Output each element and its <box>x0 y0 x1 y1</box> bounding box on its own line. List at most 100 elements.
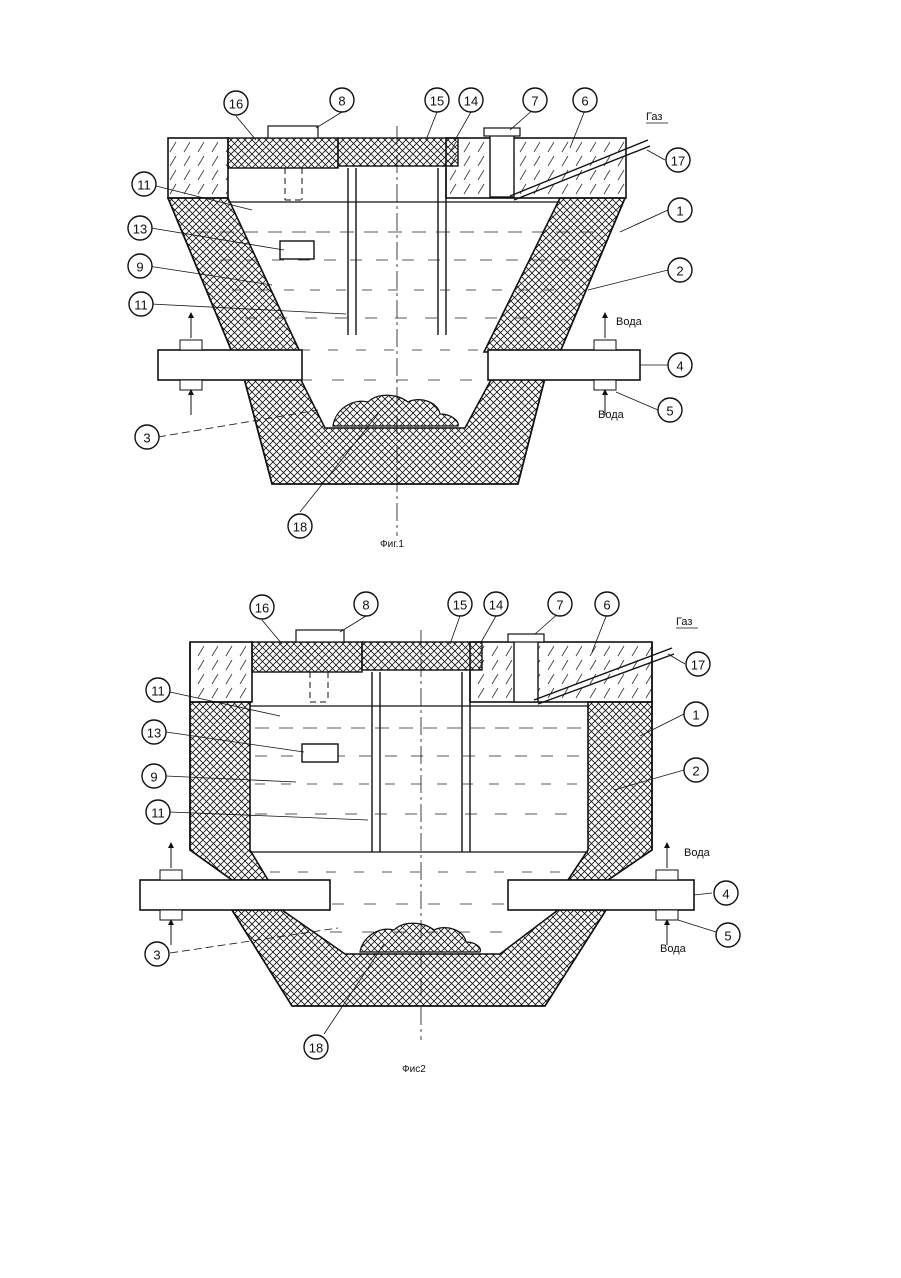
roof-right <box>446 138 626 198</box>
callout-fig1-5: 5 <box>658 398 682 422</box>
insulation-16 <box>228 138 338 168</box>
callout-number: 14 <box>489 598 503 613</box>
callout-fig1-14: 14 <box>459 88 483 112</box>
callout-fig1-1: 1 <box>668 198 692 222</box>
cooling-beam-left <box>158 350 302 380</box>
callout-number: 17 <box>671 154 685 169</box>
electrode-7-cap <box>484 128 520 136</box>
callout-number: 5 <box>666 404 673 419</box>
cover-15 <box>338 138 458 166</box>
callout-number: 8 <box>338 94 345 109</box>
callout-fig2-14: 14 <box>484 592 508 616</box>
water-box-right-bottom <box>594 380 616 390</box>
callout-number: 11 <box>137 178 151 193</box>
callout-number: 2 <box>676 264 683 279</box>
water-box-left-top <box>180 340 202 350</box>
water-box-left-top <box>160 870 182 880</box>
callout-number: 7 <box>556 598 563 613</box>
fig2-water-bottom-label: Вода <box>660 943 687 955</box>
callout-fig1-6: 6 <box>573 88 597 112</box>
callout-number: 16 <box>255 601 269 616</box>
figure-1 <box>148 108 668 536</box>
callout-fig1-4: 4 <box>668 353 692 377</box>
callout-number: 15 <box>453 598 467 613</box>
callout-fig2-11: 11 <box>146 800 170 824</box>
fig2-water-top-label: Вода <box>684 847 711 859</box>
callout-fig1-3: 3 <box>135 425 159 449</box>
callout-fig2-4: 4 <box>714 881 738 905</box>
figure-2 <box>140 612 716 1040</box>
callout-number: 1 <box>676 204 683 219</box>
callout-fig1-18: 18 <box>288 514 312 538</box>
callout-fig1-15: 15 <box>425 88 449 112</box>
callout-number: 3 <box>153 948 160 963</box>
callout-number: 18 <box>293 520 307 535</box>
callout-fig1-11: 11 <box>132 172 156 196</box>
left-wall-lining <box>168 198 300 352</box>
callout-fig1-7: 7 <box>523 88 547 112</box>
fig1-gas-label: Газ <box>646 111 662 123</box>
right-wall-lining <box>568 702 652 880</box>
callout-fig2-16: 16 <box>250 595 274 619</box>
callout-number: 4 <box>722 887 729 902</box>
callout-number: 18 <box>309 1041 323 1056</box>
callout-number: 6 <box>603 598 610 613</box>
callout-number: 1 <box>692 708 699 723</box>
left-wall-lining <box>190 702 268 880</box>
deposit-18 <box>333 395 458 426</box>
callout-number: 14 <box>464 94 478 109</box>
electrode-7 <box>514 640 538 702</box>
electrode-8 <box>268 126 318 138</box>
callout-number: 16 <box>229 97 243 112</box>
callout-fig2-6: 6 <box>595 592 619 616</box>
callout-number: 11 <box>134 298 148 313</box>
cooling-beam-left <box>140 880 330 910</box>
callout-fig2-18: 18 <box>304 1035 328 1059</box>
electrode-7 <box>490 135 514 197</box>
water-box-right-top <box>656 870 678 880</box>
callout-fig2-5: 5 <box>716 923 740 947</box>
callout-fig2-13: 13 <box>142 720 166 744</box>
electrode-8 <box>296 630 344 642</box>
callout-fig2-15: 15 <box>448 592 472 616</box>
water-box-right-top <box>594 340 616 350</box>
callout-number: 3 <box>143 431 150 446</box>
roof-left <box>168 138 228 198</box>
callout-number: 13 <box>133 222 147 237</box>
callout-fig2-1: 1 <box>684 702 708 726</box>
cooling-beam-right <box>488 350 640 380</box>
callout-number: 11 <box>151 806 165 821</box>
callout-number: 9 <box>150 770 157 785</box>
electrode-7-cap <box>508 634 544 642</box>
callout-fig1-16: 16 <box>224 91 248 115</box>
callout-fig1-13: 13 <box>128 216 152 240</box>
callout-fig2-17: 17 <box>686 652 710 676</box>
callout-number: 7 <box>531 94 538 109</box>
callout-number: 8 <box>362 598 369 613</box>
callout-fig2-3: 3 <box>145 942 169 966</box>
element-13 <box>302 744 338 762</box>
electrode-8-stem <box>285 168 302 200</box>
fig1-water-top-label: Вода <box>616 316 643 328</box>
callout-number: 5 <box>724 929 731 944</box>
electrode-8-stem <box>310 672 328 702</box>
deposit-18 <box>360 923 480 952</box>
callout-fig1-11: 11 <box>129 292 153 316</box>
element-13 <box>280 241 314 259</box>
roof-left <box>190 642 252 702</box>
fig1-caption: Фиг.1 <box>380 539 404 550</box>
callout-number: 6 <box>581 94 588 109</box>
callout-number: 2 <box>692 764 699 779</box>
callout-number: 13 <box>147 726 161 741</box>
cooling-beam-right <box>508 880 694 910</box>
right-wall-lining <box>484 198 625 352</box>
callout-fig2-2: 2 <box>684 758 708 782</box>
callout-fig2-8: 8 <box>354 592 378 616</box>
callout-fig1-8: 8 <box>330 88 354 112</box>
callout-fig2-7: 7 <box>548 592 572 616</box>
fig2-gas-label: Газ <box>676 616 692 628</box>
callout-fig1-17: 17 <box>666 148 690 172</box>
insulation-16 <box>252 642 362 672</box>
callout-number: 11 <box>151 684 165 699</box>
